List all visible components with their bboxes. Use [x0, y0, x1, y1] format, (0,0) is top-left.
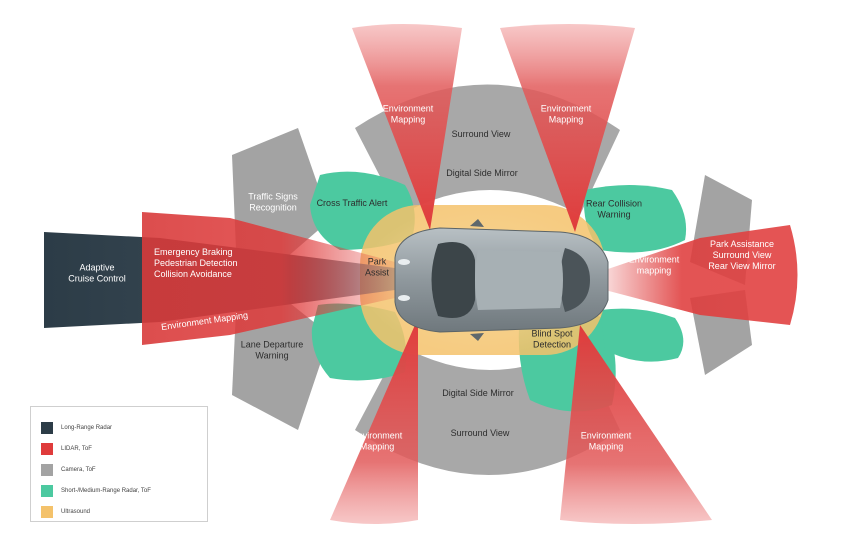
car-top-view	[394, 219, 609, 341]
legend-label-lidar: LIDAR, ToF	[61, 446, 92, 452]
legend-label-long-range-radar: Long-Range Radar	[61, 425, 113, 431]
label-digital-mirror-top: Digital Side Mirror	[446, 168, 518, 178]
label-digital-mirror-bottom: Digital Side Mirror	[442, 388, 514, 398]
label-line: Surround View	[451, 428, 510, 438]
label-line: Mapping	[589, 442, 624, 452]
legend-label-camera: Camera, ToF	[61, 467, 96, 473]
rear-collision-radar	[584, 185, 687, 253]
label-line: Environment	[629, 255, 680, 265]
legend-item-short-medium-radar: Short-/Medium-Range Radar, ToF	[41, 484, 151, 498]
legend-swatch-lidar	[41, 443, 53, 455]
label-cross-traffic: Cross Traffic Alert	[317, 198, 388, 208]
label-line: Warning	[255, 351, 288, 361]
legend-swatch-ultrasound	[41, 506, 53, 518]
lane-departure-sector	[232, 300, 330, 430]
label-line: Recognition	[249, 203, 297, 213]
label-line: Cruise Control	[68, 274, 126, 284]
label-line: Cross Traffic Alert	[317, 198, 388, 208]
car-rear-window	[560, 248, 590, 312]
label-line: Digital Side Mirror	[446, 168, 518, 178]
label-line: Mapping	[391, 115, 426, 125]
car-windshield	[431, 242, 475, 318]
label-surround-top: Surround View	[452, 129, 511, 139]
label-line: Blind Spot	[531, 329, 573, 339]
label-line: Rear View Mirror	[708, 261, 775, 271]
label-line: Warning	[597, 210, 630, 220]
legend-item-lidar: LIDAR, ToF	[41, 442, 92, 456]
label-line: Lane Departure	[241, 340, 304, 350]
legend-item-ultrasound: Ultrasound	[41, 505, 90, 519]
legend-swatch-long-range-radar	[41, 422, 53, 434]
lidar-top-left-beam	[352, 24, 462, 230]
car-side-mirror-top	[470, 219, 484, 227]
lidar-top-right-beam	[500, 24, 635, 232]
label-line: Environment	[383, 104, 434, 114]
legend-swatch-camera	[41, 464, 53, 476]
label-line: Surround View	[713, 250, 772, 260]
car-headlight-right	[398, 295, 410, 301]
rear-lidar-beam	[605, 225, 798, 325]
label-line: Assist	[365, 268, 390, 278]
label-line: mapping	[637, 266, 672, 276]
legend-label-ultrasound: Ultrasound	[61, 509, 91, 515]
label-line: Park	[368, 257, 387, 267]
legend-item-long-range-radar: Long-Range Radar	[41, 421, 112, 435]
legend-item-camera: Camera, ToF	[41, 463, 96, 477]
label-line: Collision Avoidance	[154, 269, 232, 279]
lidar-bottom-right-beam	[560, 325, 712, 524]
label-line: Emergency Braking	[154, 247, 233, 257]
label-surround-bottom: Surround View	[451, 428, 510, 438]
rear-bottom-radar	[600, 308, 684, 362]
label-line: Digital Side Mirror	[442, 388, 514, 398]
label-line: Mapping	[549, 115, 584, 125]
label-line: Environment	[352, 431, 403, 441]
label-line: Adaptive	[79, 263, 114, 273]
label-line: Detection	[533, 340, 571, 350]
label-line: Surround View	[452, 129, 511, 139]
label-line: Traffic Signs	[248, 192, 298, 202]
car-roof	[475, 250, 563, 310]
car-side-mirror-bottom	[470, 333, 484, 341]
label-line: Mapping	[360, 442, 395, 452]
car-headlight-left	[398, 259, 410, 265]
legend-label-short-medium-radar: Short-/Medium-Range Radar, ToF	[61, 488, 151, 494]
lidar-bottom-left-beam	[330, 318, 418, 524]
legend-swatch-short-medium-radar	[41, 485, 53, 497]
label-line: Environment	[541, 104, 592, 114]
label-line: Pedestrian Detection	[154, 258, 238, 268]
label-line: Rear Collision	[586, 199, 642, 209]
label-line: Park Assistance	[710, 239, 774, 249]
label-line: Environment	[581, 431, 632, 441]
front-lidar-beam	[142, 212, 395, 345]
legend: Long-Range Radar LIDAR, ToF Camera, ToF …	[30, 406, 208, 522]
